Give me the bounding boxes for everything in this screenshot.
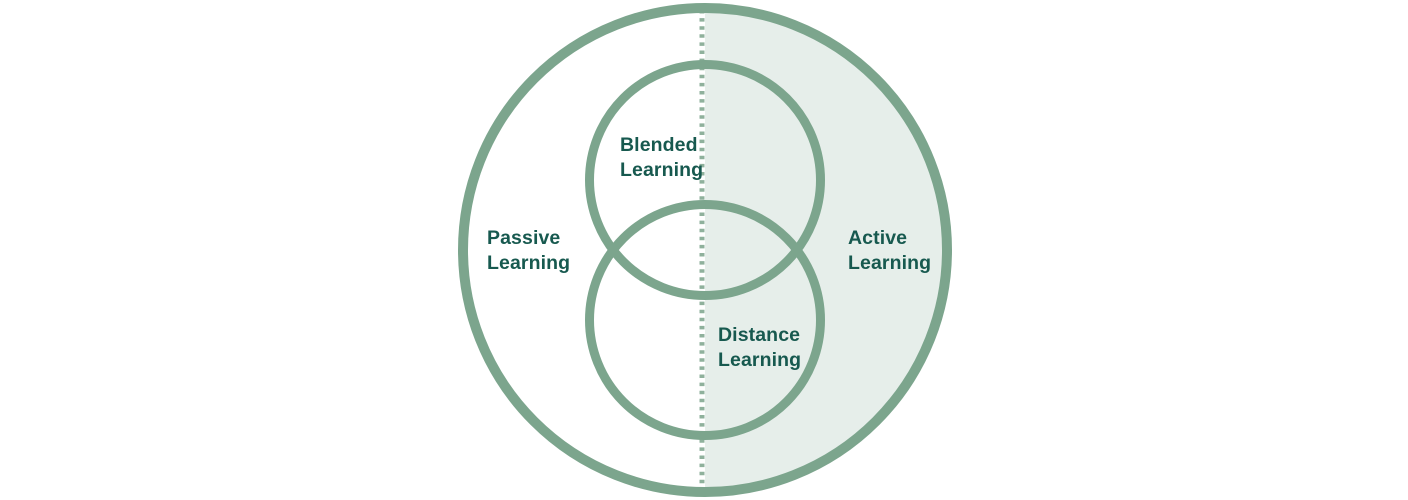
distance-learning-circle: [585, 200, 825, 440]
label-active-learning: Active Learning: [848, 227, 932, 274]
label-passive-learning: Passive Learning: [487, 227, 571, 274]
outer-circle: [458, 3, 952, 497]
label-blended-learning: Blended Learning: [620, 134, 704, 181]
blended-learning-circle: [585, 60, 825, 300]
label-distance-learning: Distance Learning: [718, 324, 802, 371]
active-learning-half-fill: [705, 10, 945, 490]
